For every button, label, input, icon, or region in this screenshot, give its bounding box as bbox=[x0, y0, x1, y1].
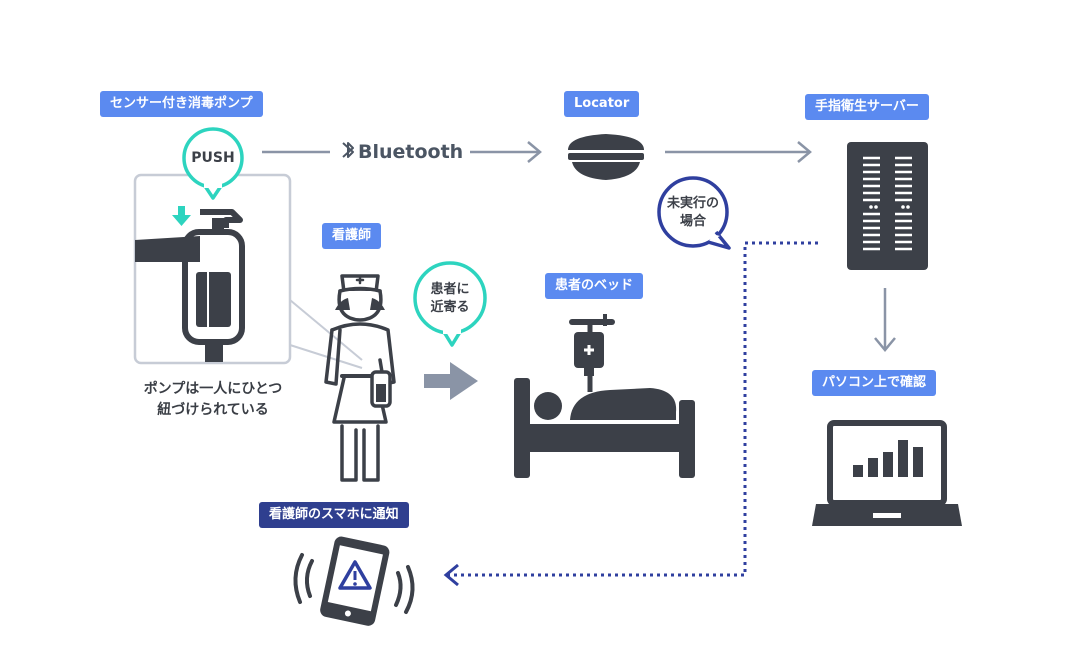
not-done-text-line2: 場合 bbox=[679, 214, 706, 229]
bed-label: 患者のベッド bbox=[545, 273, 644, 299]
approach-speech-bubble bbox=[413, 261, 487, 347]
approach-text-line2: 近寄る bbox=[430, 300, 470, 315]
notification-dotted-path bbox=[448, 241, 818, 577]
arrowhead-notify bbox=[443, 563, 459, 587]
pump-caption-line1: ポンプは一人にひとつ bbox=[143, 381, 283, 397]
bluetooth-icon bbox=[342, 142, 354, 158]
zoom-line-bottom bbox=[289, 344, 363, 369]
pump-zoom-frame bbox=[133, 173, 292, 365]
arrowhead-server bbox=[797, 141, 812, 163]
pc-label: パソコン上で確認 bbox=[812, 370, 937, 396]
push-text: PUSH bbox=[191, 150, 235, 166]
pump-bottle-icon bbox=[182, 209, 245, 345]
arrowhead-pc bbox=[874, 337, 896, 352]
push-speech-bubble bbox=[182, 127, 244, 200]
smartphone-alert-icon bbox=[293, 536, 415, 626]
approach-arrow-icon bbox=[424, 362, 478, 400]
not-done-text-line1: 未実行の bbox=[666, 196, 719, 211]
zoom-line-top bbox=[289, 299, 363, 361]
locator-label: Locator bbox=[564, 91, 640, 117]
not-executed-speech-bubble bbox=[657, 176, 731, 250]
arrowhead-locator bbox=[527, 141, 542, 163]
nurse-label: 看護師 bbox=[322, 223, 382, 249]
server-rack-icon bbox=[847, 142, 928, 270]
bluetooth-text: Bluetooth bbox=[358, 141, 464, 163]
notify-label: 看護師のスマホに通知 bbox=[259, 502, 409, 528]
locator-device-icon bbox=[568, 134, 644, 180]
laptop-icon bbox=[812, 420, 962, 526]
pump-label: センサー付き消毒ポンプ bbox=[100, 91, 263, 117]
nurse-icon bbox=[324, 274, 396, 482]
press-down-arrow-icon bbox=[172, 206, 191, 226]
server-label: 手指衛生サーバー bbox=[805, 94, 929, 120]
approach-text-line1: 患者に bbox=[430, 282, 470, 297]
patient-bed-icon bbox=[514, 314, 695, 478]
pump-caption-line2: 紐づけられている bbox=[157, 402, 269, 418]
